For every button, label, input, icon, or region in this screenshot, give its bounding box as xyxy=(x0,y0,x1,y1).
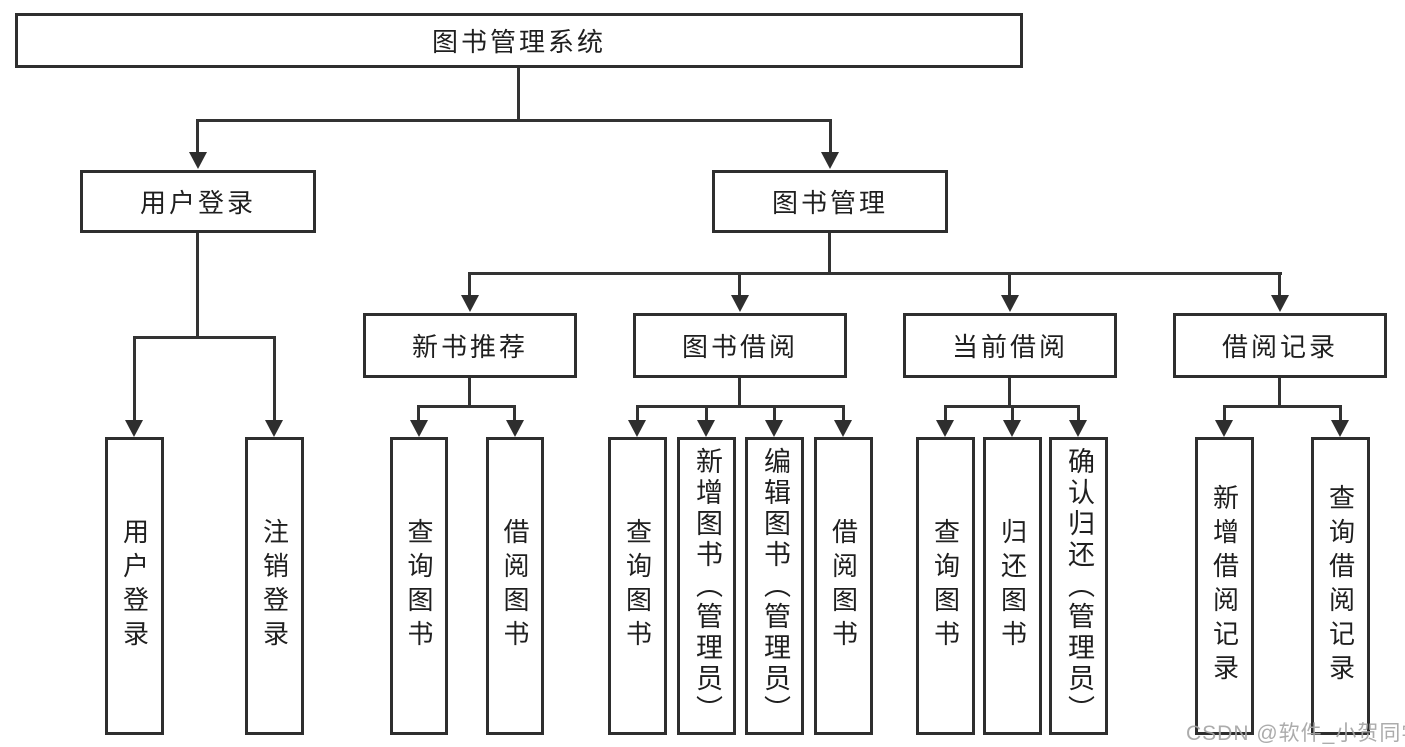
connector-line xyxy=(842,405,845,423)
leaf-label: 查询图书 xyxy=(622,518,653,654)
arrowhead-down xyxy=(765,420,783,437)
leaf-label: 用户登录 xyxy=(119,518,150,654)
connector-line xyxy=(1339,405,1342,423)
leaf-label: 归还图书 xyxy=(997,518,1028,654)
leaf-label: 借阅图书 xyxy=(828,518,859,654)
arrowhead-down xyxy=(461,295,479,312)
leaf-query-books-3: 查询图书 xyxy=(916,437,975,735)
node-new-book-recommend: 新书推荐 xyxy=(363,313,577,378)
connector-line xyxy=(705,405,708,423)
arrowhead-down xyxy=(1069,420,1087,437)
arrowhead-down xyxy=(731,295,749,312)
arrowhead-down xyxy=(189,152,207,169)
connector-line xyxy=(468,272,471,299)
leaf-borrow-books-1: 借阅图书 xyxy=(486,437,544,735)
connector-line xyxy=(468,272,1282,275)
arrowhead-down xyxy=(506,420,524,437)
connector-line xyxy=(1008,272,1011,299)
connector-line xyxy=(738,272,741,299)
leaf-query-borrow-record: 查询借阅记录 xyxy=(1311,437,1370,735)
connector-line xyxy=(196,119,832,122)
connector-line xyxy=(1008,378,1011,408)
leaf-query-books-2: 查询图书 xyxy=(608,437,667,735)
arrowhead-down xyxy=(1331,420,1349,437)
connector-line xyxy=(944,405,947,423)
connector-line xyxy=(417,405,516,408)
connector-line xyxy=(1278,378,1281,408)
node-book-management: 图书管理 xyxy=(712,170,948,233)
arrowhead-down xyxy=(628,420,646,437)
leaf-logout: 注销登录 xyxy=(245,437,304,735)
connector-line xyxy=(1077,405,1080,423)
connector-line xyxy=(133,336,136,422)
leaf-label: 注销登录 xyxy=(259,518,290,654)
connector-line xyxy=(636,405,845,408)
arrowhead-down xyxy=(1003,420,1021,437)
leaf-label: 新增借阅记录 xyxy=(1209,484,1240,688)
connector-line xyxy=(517,68,520,122)
leaf-label: 查询图书 xyxy=(930,518,961,654)
connector-line xyxy=(738,378,741,408)
leaf-query-books-1: 查询图书 xyxy=(390,437,448,735)
connector-line xyxy=(196,119,199,154)
leaf-label: 确认归还（管理员） xyxy=(1064,446,1094,726)
connector-line xyxy=(828,233,831,275)
arrowhead-down xyxy=(125,420,143,437)
arrowhead-down xyxy=(410,420,428,437)
connector-line xyxy=(1011,405,1014,423)
connector-line xyxy=(636,405,639,423)
arrowhead-down xyxy=(834,420,852,437)
connector-line xyxy=(1223,405,1342,408)
arrowhead-down xyxy=(1001,295,1019,312)
leaf-label: 查询图书 xyxy=(404,518,434,654)
leaf-label: 新增图书（管理员） xyxy=(692,446,722,726)
leaf-borrow-books-2: 借阅图书 xyxy=(814,437,873,735)
node-root: 图书管理系统 xyxy=(15,13,1023,68)
node-borrow-records: 借阅记录 xyxy=(1173,313,1387,378)
node-current-borrow: 当前借阅 xyxy=(903,313,1117,378)
leaf-user-login: 用户登录 xyxy=(105,437,164,735)
connector-line xyxy=(417,405,420,423)
arrowhead-down xyxy=(265,420,283,437)
arrowhead-down xyxy=(1271,295,1289,312)
arrowhead-down xyxy=(1215,420,1233,437)
connector-line xyxy=(1278,272,1281,299)
connector-line xyxy=(829,119,832,154)
leaf-label: 编辑图书（管理员） xyxy=(760,446,790,726)
arrowhead-down xyxy=(697,420,715,437)
connector-line xyxy=(468,378,471,408)
connector-line xyxy=(273,336,276,422)
connector-line xyxy=(133,336,276,339)
leaf-return-books: 归还图书 xyxy=(983,437,1042,735)
leaf-add-book-admin: 新增图书（管理员） xyxy=(677,437,736,735)
leaf-label: 查询借阅记录 xyxy=(1325,484,1356,688)
node-user-login: 用户登录 xyxy=(80,170,316,233)
leaf-add-borrow-record: 新增借阅记录 xyxy=(1195,437,1254,735)
leaf-label: 借阅图书 xyxy=(500,518,530,654)
connector-line xyxy=(773,405,776,423)
connector-line xyxy=(1223,405,1226,423)
connector-line xyxy=(196,233,199,337)
leaf-confirm-return-admin: 确认归还（管理员） xyxy=(1049,437,1108,735)
watermark: CSDN @软件_小贺同学 xyxy=(1186,722,1405,745)
leaf-edit-book-admin: 编辑图书（管理员） xyxy=(745,437,804,735)
arrowhead-down xyxy=(936,420,954,437)
node-book-borrow: 图书借阅 xyxy=(633,313,847,378)
connector-line xyxy=(513,405,516,423)
arrowhead-down xyxy=(821,152,839,169)
